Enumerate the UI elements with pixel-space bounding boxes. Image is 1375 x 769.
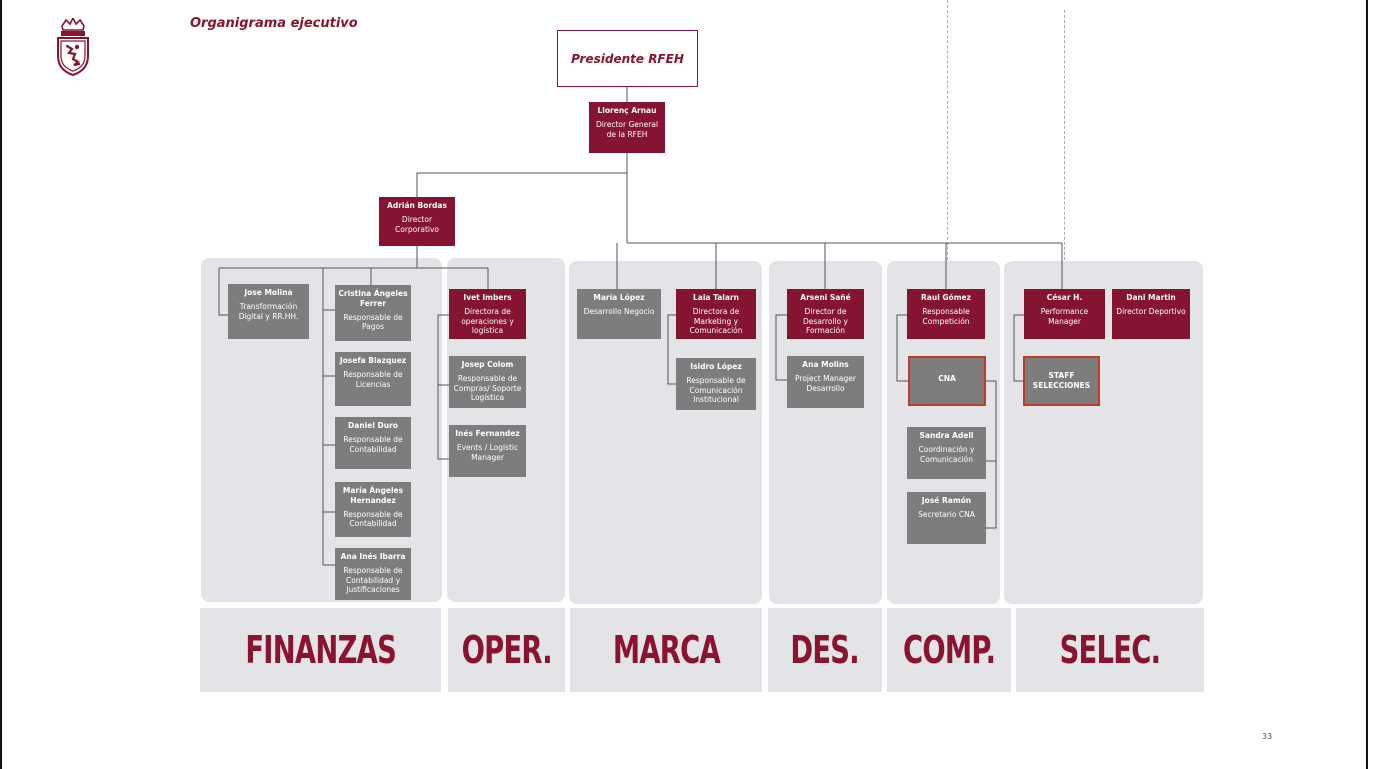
- rfeh-logo: [52, 16, 94, 77]
- isidro-lopez-role: Responsable de Comunicación Instituciona…: [686, 375, 746, 405]
- label-marca: MARCA: [570, 608, 762, 692]
- cna-label: CNA: [938, 374, 956, 384]
- node-ana-molins: Ana Molins Project Manager Desarrollo: [787, 356, 864, 408]
- frame-left-border: [0, 0, 2, 769]
- node-josep-colom: Josep Colom Responsable de Compras/ Sopo…: [449, 356, 526, 408]
- label-finanzas: FINANZAS: [200, 608, 441, 692]
- cesar-h-role: Performance Manager: [1040, 306, 1089, 326]
- director-corporativo-role: Director Corporativo: [395, 214, 439, 234]
- label-operaciones: OPER.: [448, 608, 565, 692]
- node-daniel-duro: Daniel Duro Responsable de Contabilidad: [335, 417, 411, 469]
- arseni-sane-name: Arseni Sañé: [800, 293, 851, 302]
- maria-angeles-name: María Ángeles Hernandez: [342, 486, 404, 505]
- node-maria-lopez: María López Desarrollo Negocio: [577, 289, 661, 339]
- frame-right-border: [1366, 0, 1368, 769]
- jose-ramon-role: Secretario CNA: [918, 509, 975, 519]
- node-isidro-lopez: Isidro López Responsable de Comunicación…: [676, 358, 756, 410]
- maria-angeles-role: Responsable de Contabilidad: [343, 509, 403, 529]
- node-ivet-imbers: Ivet Imbers Directora de operaciones y l…: [449, 289, 526, 339]
- label-competicion-text: COMP.: [902, 628, 996, 672]
- node-jose-molina: Jose Molina Transformación Digital y RR.…: [228, 284, 309, 339]
- page-title: Organigrama ejecutivo: [190, 16, 358, 31]
- label-selecciones-text: SELEC.: [1059, 628, 1161, 672]
- label-desarrollo: DES.: [768, 608, 882, 692]
- dashed-guide-1: [947, 0, 948, 265]
- ivet-imbers-name: Ivet Imbers: [463, 293, 512, 302]
- node-raul-gomez: Raul Gómez Responsable Competición: [907, 289, 985, 339]
- cristina-ferrer-name: Cristina Ángeles Ferrer: [338, 289, 408, 308]
- ivet-imbers-role: Directora de operaciones y logística: [461, 306, 514, 336]
- arseni-sane-role: Director de Desarrollo y Formación: [803, 306, 848, 336]
- maria-lopez-name: María López: [593, 293, 645, 302]
- isidro-lopez-name: Isidro López: [690, 362, 742, 371]
- label-competicion: COMP.: [887, 608, 1011, 692]
- crowned-shield-icon: [57, 16, 89, 77]
- dani-martin-role: Director Deportivo: [1116, 306, 1186, 316]
- label-selecciones: SELEC.: [1016, 608, 1204, 692]
- node-staff-selecciones: STAFF SELECCIONES: [1023, 356, 1100, 406]
- sandra-adell-role: Coordinación y Comunicación: [918, 444, 975, 464]
- raul-gomez-name: Raul Gómez: [921, 293, 971, 302]
- node-arseni-sane: Arseni Sañé Director de Desarrollo y For…: [787, 289, 864, 339]
- daniel-duro-name: Daniel Duro: [348, 421, 398, 430]
- cristina-ferrer-role: Responsable de Pagos: [343, 312, 403, 332]
- jose-ramon-name: José Ramón: [921, 496, 972, 505]
- josefa-blazquez-role: Responsable de Licencias: [343, 369, 403, 389]
- dani-martin-name: Dani Martin: [1126, 293, 1176, 302]
- node-ana-ines-ibarra: Ana Inés Ibarra Responsable de Contabili…: [335, 548, 411, 600]
- staff-selecciones-label: STAFF SELECCIONES: [1032, 371, 1091, 390]
- node-dani-martin: Dani Martin Director Deportivo: [1112, 289, 1190, 339]
- ines-fernandez-name: Inés Fernandez: [455, 429, 520, 438]
- page-number: 33: [1262, 732, 1273, 741]
- raul-gomez-role: Responsable Competición: [922, 306, 970, 326]
- ines-fernandez-role: Events / Logistic Manager: [456, 442, 519, 462]
- ana-ines-role: Responsable de Contabilidad y Justificac…: [343, 565, 403, 595]
- laia-talarn-role: Directora de Marketing y Comunicación: [689, 306, 743, 336]
- node-laia-talarn: Laia Talarn Directora de Marketing y Com…: [676, 289, 756, 339]
- label-operaciones-text: OPER.: [461, 628, 552, 672]
- josep-colom-role: Responsable de Compras/ Soporte Logístic…: [453, 373, 522, 403]
- node-cesar-h: César H. Performance Manager: [1024, 289, 1105, 339]
- josefa-blazquez-name: Josefa Blazquez: [339, 356, 407, 365]
- maria-lopez-role: Desarrollo Negocio: [583, 306, 655, 316]
- president-box: Presidente RFEH: [557, 30, 698, 87]
- cesar-h-name: César H.: [1046, 293, 1083, 302]
- jose-molina-role: Transformación Digital y RR.HH.: [238, 301, 299, 321]
- jose-molina-name: Jose Molina: [244, 288, 293, 297]
- node-ines-fernandez: Inés Fernandez Events / Logistic Manager: [449, 425, 526, 477]
- ana-molins-name: Ana Molins: [802, 360, 849, 369]
- label-finanzas-text: FINANZAS: [245, 628, 397, 672]
- label-marca-text: MARCA: [612, 628, 720, 672]
- dashed-guide-2: [1064, 10, 1065, 265]
- sandra-adell-name: Sandra Adell: [919, 431, 974, 440]
- josep-colom-name: Josep Colom: [461, 360, 514, 369]
- director-general-role: Director General de la RFEH: [595, 119, 659, 139]
- node-jose-ramon: José Ramón Secretario CNA: [907, 492, 986, 544]
- director-corporativo-name: Adrián Bordas: [387, 201, 447, 210]
- label-desarrollo-text: DES.: [790, 628, 860, 672]
- ana-molins-role: Project Manager Desarrollo: [795, 373, 856, 393]
- daniel-duro-role: Responsable de Contabilidad: [343, 434, 403, 454]
- director-general-name: Llorenç Arnau: [597, 106, 657, 115]
- node-cna: CNA: [908, 356, 986, 406]
- node-director-corporativo: Adrián Bordas Director Corporativo: [379, 197, 455, 246]
- node-sandra-adell: Sandra Adell Coordinación y Comunicación: [907, 427, 986, 479]
- laia-talarn-name: Laia Talarn: [693, 293, 739, 302]
- node-josefa-blazquez: Josefa Blazquez Responsable de Licencias: [335, 352, 411, 406]
- node-cristina-ferrer: Cristina Ángeles Ferrer Responsable de P…: [335, 285, 411, 341]
- node-director-general: Llorenç Arnau Director General de la RFE…: [589, 102, 665, 153]
- ana-ines-name: Ana Inés Ibarra: [340, 552, 406, 561]
- node-maria-angeles-hernandez: María Ángeles Hernandez Responsable de C…: [335, 482, 411, 537]
